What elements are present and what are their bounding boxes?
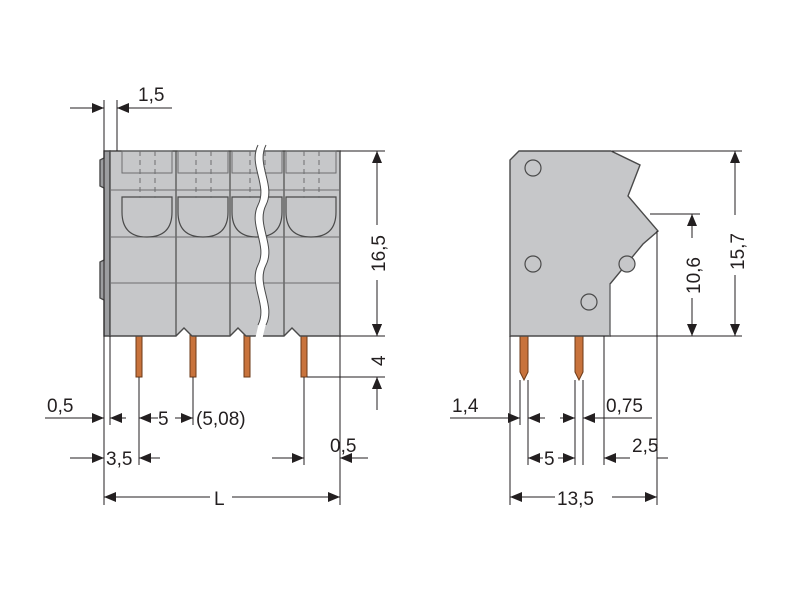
side-hole-right xyxy=(618,255,636,273)
side-pin-front xyxy=(519,334,529,382)
dim-right-edge-label: 0,5 xyxy=(330,436,356,457)
dim-height-label: 16,5 xyxy=(369,235,390,272)
front-pin-4 xyxy=(300,334,308,378)
front-push-button-4 xyxy=(285,150,337,174)
front-housing-body xyxy=(109,150,341,337)
dim-back-offset-label: 2,5 xyxy=(632,436,658,457)
front-push-button-2 xyxy=(177,150,229,174)
front-clamp-opening-1 xyxy=(121,196,173,238)
dim-pitch-label: 5 xyxy=(158,409,169,430)
front-clamp-openings xyxy=(121,196,337,238)
dim-pin-spacing-label: 5 xyxy=(544,449,555,470)
front-break-edge-2 xyxy=(262,144,270,326)
front-clamp-opening-3 xyxy=(231,196,283,238)
dim-pitch-alt-label: (5,08) xyxy=(196,409,246,430)
side-hole-top xyxy=(524,159,542,177)
dim-pin-thickness-label: 0,75 xyxy=(606,396,643,417)
dim-pin-width-label: 1,4 xyxy=(452,396,479,417)
dim-entry-height-label: 10,6 xyxy=(684,257,705,294)
front-view-pins xyxy=(135,334,308,378)
dim-total-length-label: L xyxy=(214,489,225,510)
front-push-button-1 xyxy=(121,150,173,174)
side-view-pins xyxy=(519,334,584,382)
front-clamp-opening-2 xyxy=(177,196,229,238)
dim-top-offset-label: 1,5 xyxy=(138,85,164,106)
front-view: 1,5 16,5 4 0,5 5 (5,08) 3,5 0,5 L xyxy=(45,85,390,510)
side-hole-left xyxy=(524,255,542,273)
front-pin-2 xyxy=(189,334,197,378)
front-pin-3 xyxy=(243,334,251,378)
dim-side-height-label: 15,7 xyxy=(728,233,749,270)
side-view: 15,7 10,6 1,4 0,75 5 2,5 13,5 xyxy=(450,150,749,510)
front-clamp-opening-4 xyxy=(285,196,337,238)
side-hole-bottom xyxy=(580,293,598,311)
dim-pin-length-label: 4 xyxy=(369,355,390,366)
dim-depth-label: 13,5 xyxy=(557,489,594,510)
dim-pin-offset-label: 3,5 xyxy=(106,449,132,470)
side-housing-body xyxy=(509,150,659,337)
front-break-edge xyxy=(254,144,262,326)
dim-left-edge-label: 0,5 xyxy=(47,396,73,417)
front-break-line xyxy=(254,143,269,343)
front-housing-side-strip xyxy=(99,150,111,337)
side-pin-rear xyxy=(574,334,584,382)
front-pin-1 xyxy=(135,334,143,378)
